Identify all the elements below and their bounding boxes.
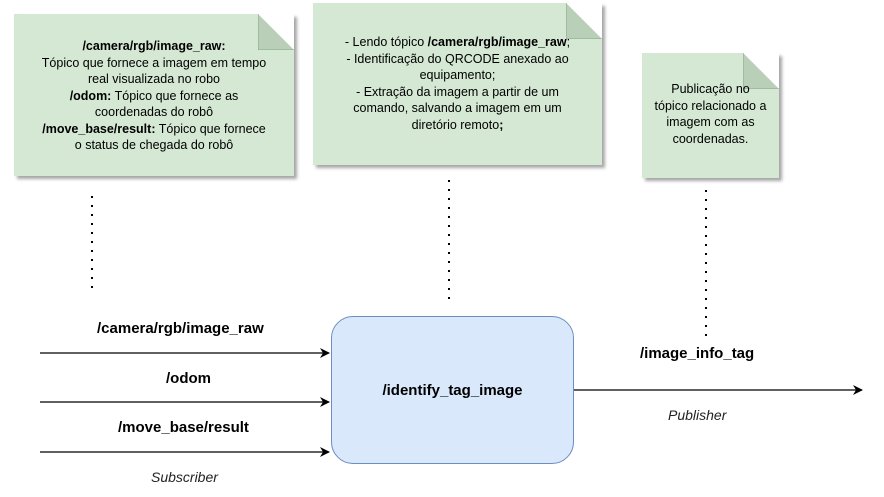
subscriber-label: Subscriber xyxy=(151,469,218,485)
output-label: /image_info_tag xyxy=(640,345,755,362)
note-topic-camera: /camera/rgb/image_raw xyxy=(427,35,567,49)
note-text-line: - Lendo tópico xyxy=(344,35,428,49)
note-topic-move-base: /move_base/result: xyxy=(42,121,156,136)
note-fold-icon xyxy=(566,3,602,39)
note-text-line: - Extração da imagem a partir de um xyxy=(356,84,559,99)
note-topic-camera: /camera/rgb/image_raw: xyxy=(82,39,226,53)
note-text-line: Publicação no xyxy=(671,82,750,96)
input-label-odom: /odom xyxy=(166,370,211,387)
note-process: - Lendo tópico /camera/rgb/image_raw; - … xyxy=(313,3,602,165)
note-text-line: coordenadas. xyxy=(672,131,749,146)
note-text-line: tópico relacionado a xyxy=(654,98,767,113)
note-text-line: diretório remoto xyxy=(411,117,500,132)
note-text-line: o status de chegada do robô xyxy=(74,138,234,152)
node-label: /identify_tag_image xyxy=(382,381,523,399)
publisher-label: Publisher xyxy=(668,407,727,423)
note-text-line: - Identificação do QRCODE anexado ao xyxy=(346,51,569,66)
note-text-line: Tópico que fornece as xyxy=(111,88,239,103)
note-publish: Publicação no tópico relacionado a image… xyxy=(642,53,779,178)
note-text-line: real visualizada no robo xyxy=(87,72,221,86)
note-text-line: ; xyxy=(499,117,504,132)
note-fold-icon xyxy=(258,14,294,50)
note-text-line: ; xyxy=(566,35,571,49)
note-text-line: coordenadas do robô xyxy=(94,105,214,119)
note-topics: /camera/rgb/image_raw: Tópico que fornec… xyxy=(14,14,294,176)
note-text-line: Tópico que fornece xyxy=(155,121,266,136)
note-text-line: comando, salvando a imagem em um xyxy=(353,101,562,115)
input-label-camera: /camera/rgb/image_raw xyxy=(97,320,264,337)
note-text-line: equipamento; xyxy=(419,68,496,82)
note-topic-odom: /odom: xyxy=(69,88,112,103)
node-identify-tag-image[interactable]: /identify_tag_image xyxy=(331,316,574,464)
note-fold-icon xyxy=(743,53,779,89)
note-text-line: imagem com as xyxy=(666,115,755,129)
input-label-move-base: /move_base/result xyxy=(118,419,249,436)
note-text-line: Tópico que fornece a imagem em tempo xyxy=(41,55,267,70)
